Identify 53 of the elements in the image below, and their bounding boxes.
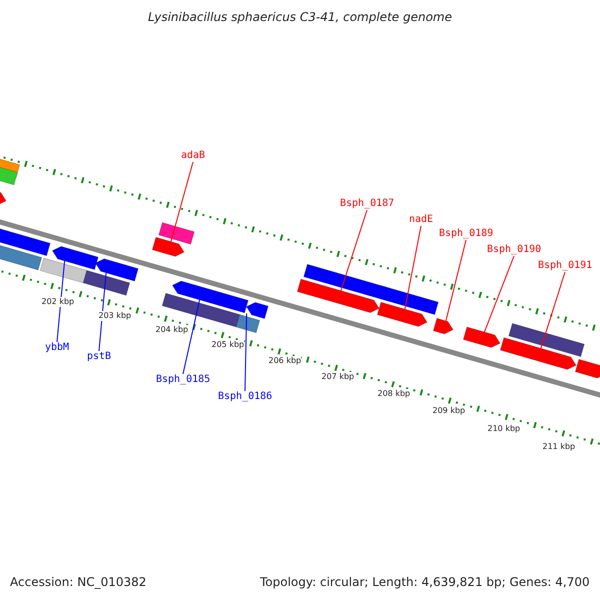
leader-line [98, 272, 107, 352]
gene-feature [500, 337, 577, 370]
gene-feature [574, 358, 600, 378]
gene-feature [52, 246, 99, 270]
gene-feature [40, 258, 88, 284]
scale-label: 211 kbp [542, 442, 576, 452]
gene-feature [508, 323, 585, 358]
leader-line [540, 272, 566, 349]
scale-label: 207 kbp [322, 372, 354, 382]
gene-feature [152, 236, 185, 257]
gene-feature [432, 318, 454, 334]
gene-feature [386, 288, 439, 315]
footer-text: Topology: circular; Length: 4,639,821 bp; Genes: 4,700 [260, 575, 590, 589]
leader-line [170, 162, 194, 242]
scale-label: 203 kbp [98, 311, 132, 321]
gene-feature [376, 302, 428, 327]
gene-label: Bsph_0191 [538, 260, 592, 272]
leader-line [484, 256, 514, 332]
gene-label: pstB [87, 351, 112, 363]
chart-title: Lysinibacillus sphaericus C3-41, complete genome [148, 10, 452, 24]
leader-line [340, 210, 368, 292]
leader-line [244, 312, 248, 392]
gene-label: Bsph_0185 [156, 374, 210, 386]
leader-line [404, 226, 422, 310]
gene-feature [246, 302, 269, 319]
gene-feature [162, 292, 240, 328]
gene-feature [158, 222, 195, 245]
scale-label: 208 kbp [378, 389, 410, 399]
gene-feature [0, 165, 18, 186]
gene-label: nadE [409, 214, 434, 226]
gene-feature [296, 278, 380, 313]
gene-label: Bsph_0189 [439, 228, 494, 240]
gene-label: Bsph_0187 [340, 198, 394, 210]
gene-feature [462, 326, 501, 348]
gene-feature [303, 264, 391, 302]
leader-line [445, 240, 466, 322]
gene-feature [172, 280, 249, 314]
scale-label: 202 kbp [42, 297, 74, 307]
gene-feature [94, 258, 139, 282]
gene-label: Bsph_0190 [487, 244, 542, 256]
gene-feature [236, 314, 260, 334]
gene-label: ybbM [45, 342, 70, 354]
gene-feature [82, 270, 130, 296]
scale-label: 210 kbp [488, 424, 520, 434]
leader-line [182, 299, 200, 374]
leader-line [56, 260, 66, 342]
scale-label: 205 kbp [212, 340, 244, 350]
footer-text: Accession: NC_010382 [10, 575, 146, 589]
scale-label: 204 kbp [156, 325, 188, 335]
gene-label: Bsph_0186 [218, 391, 272, 403]
scale-label: 206 kbp [268, 356, 302, 366]
gene-label: adaB [181, 150, 206, 162]
scale-label: 209 kbp [432, 406, 466, 416]
